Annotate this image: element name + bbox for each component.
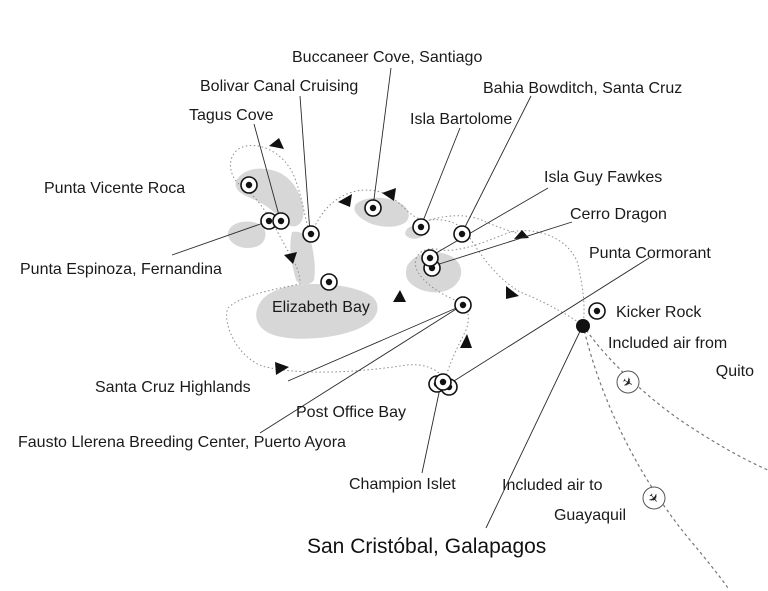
label-included-air-to: Included air to <box>502 477 603 494</box>
route-arrow-icon <box>382 188 396 201</box>
port-marker-icon[interactable] <box>364 199 382 217</box>
port-marker-icon[interactable] <box>412 218 430 236</box>
label-fausto-llerena: Fausto Llerena Breeding Center, Puerto A… <box>18 434 346 451</box>
flight-paths <box>582 324 768 589</box>
leader-guy-fawkes <box>430 187 549 257</box>
route-line <box>226 145 585 387</box>
label-punta-vicente-roca: Punta Vicente Roca <box>44 180 185 197</box>
label-bahia-bowditch: Bahia Bowditch, Santa Cruz <box>483 80 682 97</box>
label-included-air-from: Included air from <box>608 335 727 352</box>
cruise-route <box>226 145 585 387</box>
label-san-cristobal: San Cristóbal, Galapagos <box>307 535 546 558</box>
route-arrow-icon <box>284 252 297 264</box>
port-marker-icon[interactable] <box>588 302 606 320</box>
label-post-office-bay: Post Office Bay <box>296 404 406 421</box>
leader-espinoza <box>171 220 270 256</box>
label-buccaneer-cove: Buccaneer Cove, Santiago <box>292 49 482 66</box>
route-arrow-icon <box>269 138 284 149</box>
label-isla-bartolome: Isla Bartolome <box>410 111 512 128</box>
route-arrow-icon <box>338 194 352 207</box>
port-marker-icon[interactable] <box>302 225 320 243</box>
flight-path-guayaquil <box>582 324 729 589</box>
port-markers <box>240 176 606 396</box>
port-marker-icon[interactable] <box>421 249 439 267</box>
leader-lines <box>171 67 650 529</box>
port-marker-icon[interactable] <box>454 296 472 314</box>
airplane-icon: ✈ <box>616 370 640 394</box>
leader-cerro <box>432 221 573 267</box>
leader-bolivar <box>299 95 311 234</box>
route-arrow-icon <box>506 286 519 299</box>
island-isabela-south <box>256 284 378 339</box>
route-line-loop <box>429 215 521 235</box>
port-marker-icon[interactable] <box>320 273 338 291</box>
island-isabela-neck <box>290 231 315 285</box>
island-fernandina <box>227 221 266 248</box>
port-marker-icon[interactable] <box>272 212 290 230</box>
port-marker-icon[interactable] <box>260 212 278 230</box>
label-isla-guy-fawkes: Isla Guy Fawkes <box>544 169 662 186</box>
leader-fausto <box>259 305 462 434</box>
label-guayaquil: Guayaquil <box>554 507 626 524</box>
leader-highlands <box>287 305 462 382</box>
label-elizabeth-bay: Elizabeth Bay <box>272 299 370 316</box>
label-champion-islet: Champion Islet <box>349 476 456 493</box>
route-arrow-icon <box>393 290 406 302</box>
label-tagus-cove: Tagus Cove <box>189 107 274 124</box>
island-santiago <box>354 197 409 227</box>
leader-tagus <box>253 123 281 220</box>
port-marker-icon[interactable] <box>434 373 452 391</box>
leader-cormorant <box>445 257 650 387</box>
leader-san-cristobal <box>485 324 584 529</box>
route-arrow-icon <box>275 362 289 375</box>
label-cerro-dragon: Cerro Dragon <box>570 206 667 223</box>
map-labels: Buccaneer Cove, Santiago Bolivar Canal C… <box>18 49 754 558</box>
filled-dot-icon[interactable] <box>576 319 590 333</box>
port-marker-icon[interactable] <box>240 176 258 194</box>
leader-champion <box>421 387 441 474</box>
label-kicker-rock: Kicker Rock <box>616 304 702 321</box>
label-quito: Quito <box>716 363 754 380</box>
leader-bahia <box>461 95 532 234</box>
label-bolivar-canal: Bolivar Canal Cruising <box>200 78 358 95</box>
airplane-icon: ✈ <box>642 486 666 510</box>
leader-bartolome <box>420 127 461 227</box>
leader-buccaneer <box>372 67 392 208</box>
label-punta-espinoza: Punta Espinoza, Fernandina <box>20 261 222 278</box>
route-arrows <box>269 138 529 375</box>
label-punta-cormorant: Punta Cormorant <box>589 245 711 262</box>
port-marker-icon[interactable] <box>453 225 471 243</box>
route-arrow-icon <box>460 334 472 348</box>
label-santa-cruz-highlands: Santa Cruz Highlands <box>95 379 251 396</box>
